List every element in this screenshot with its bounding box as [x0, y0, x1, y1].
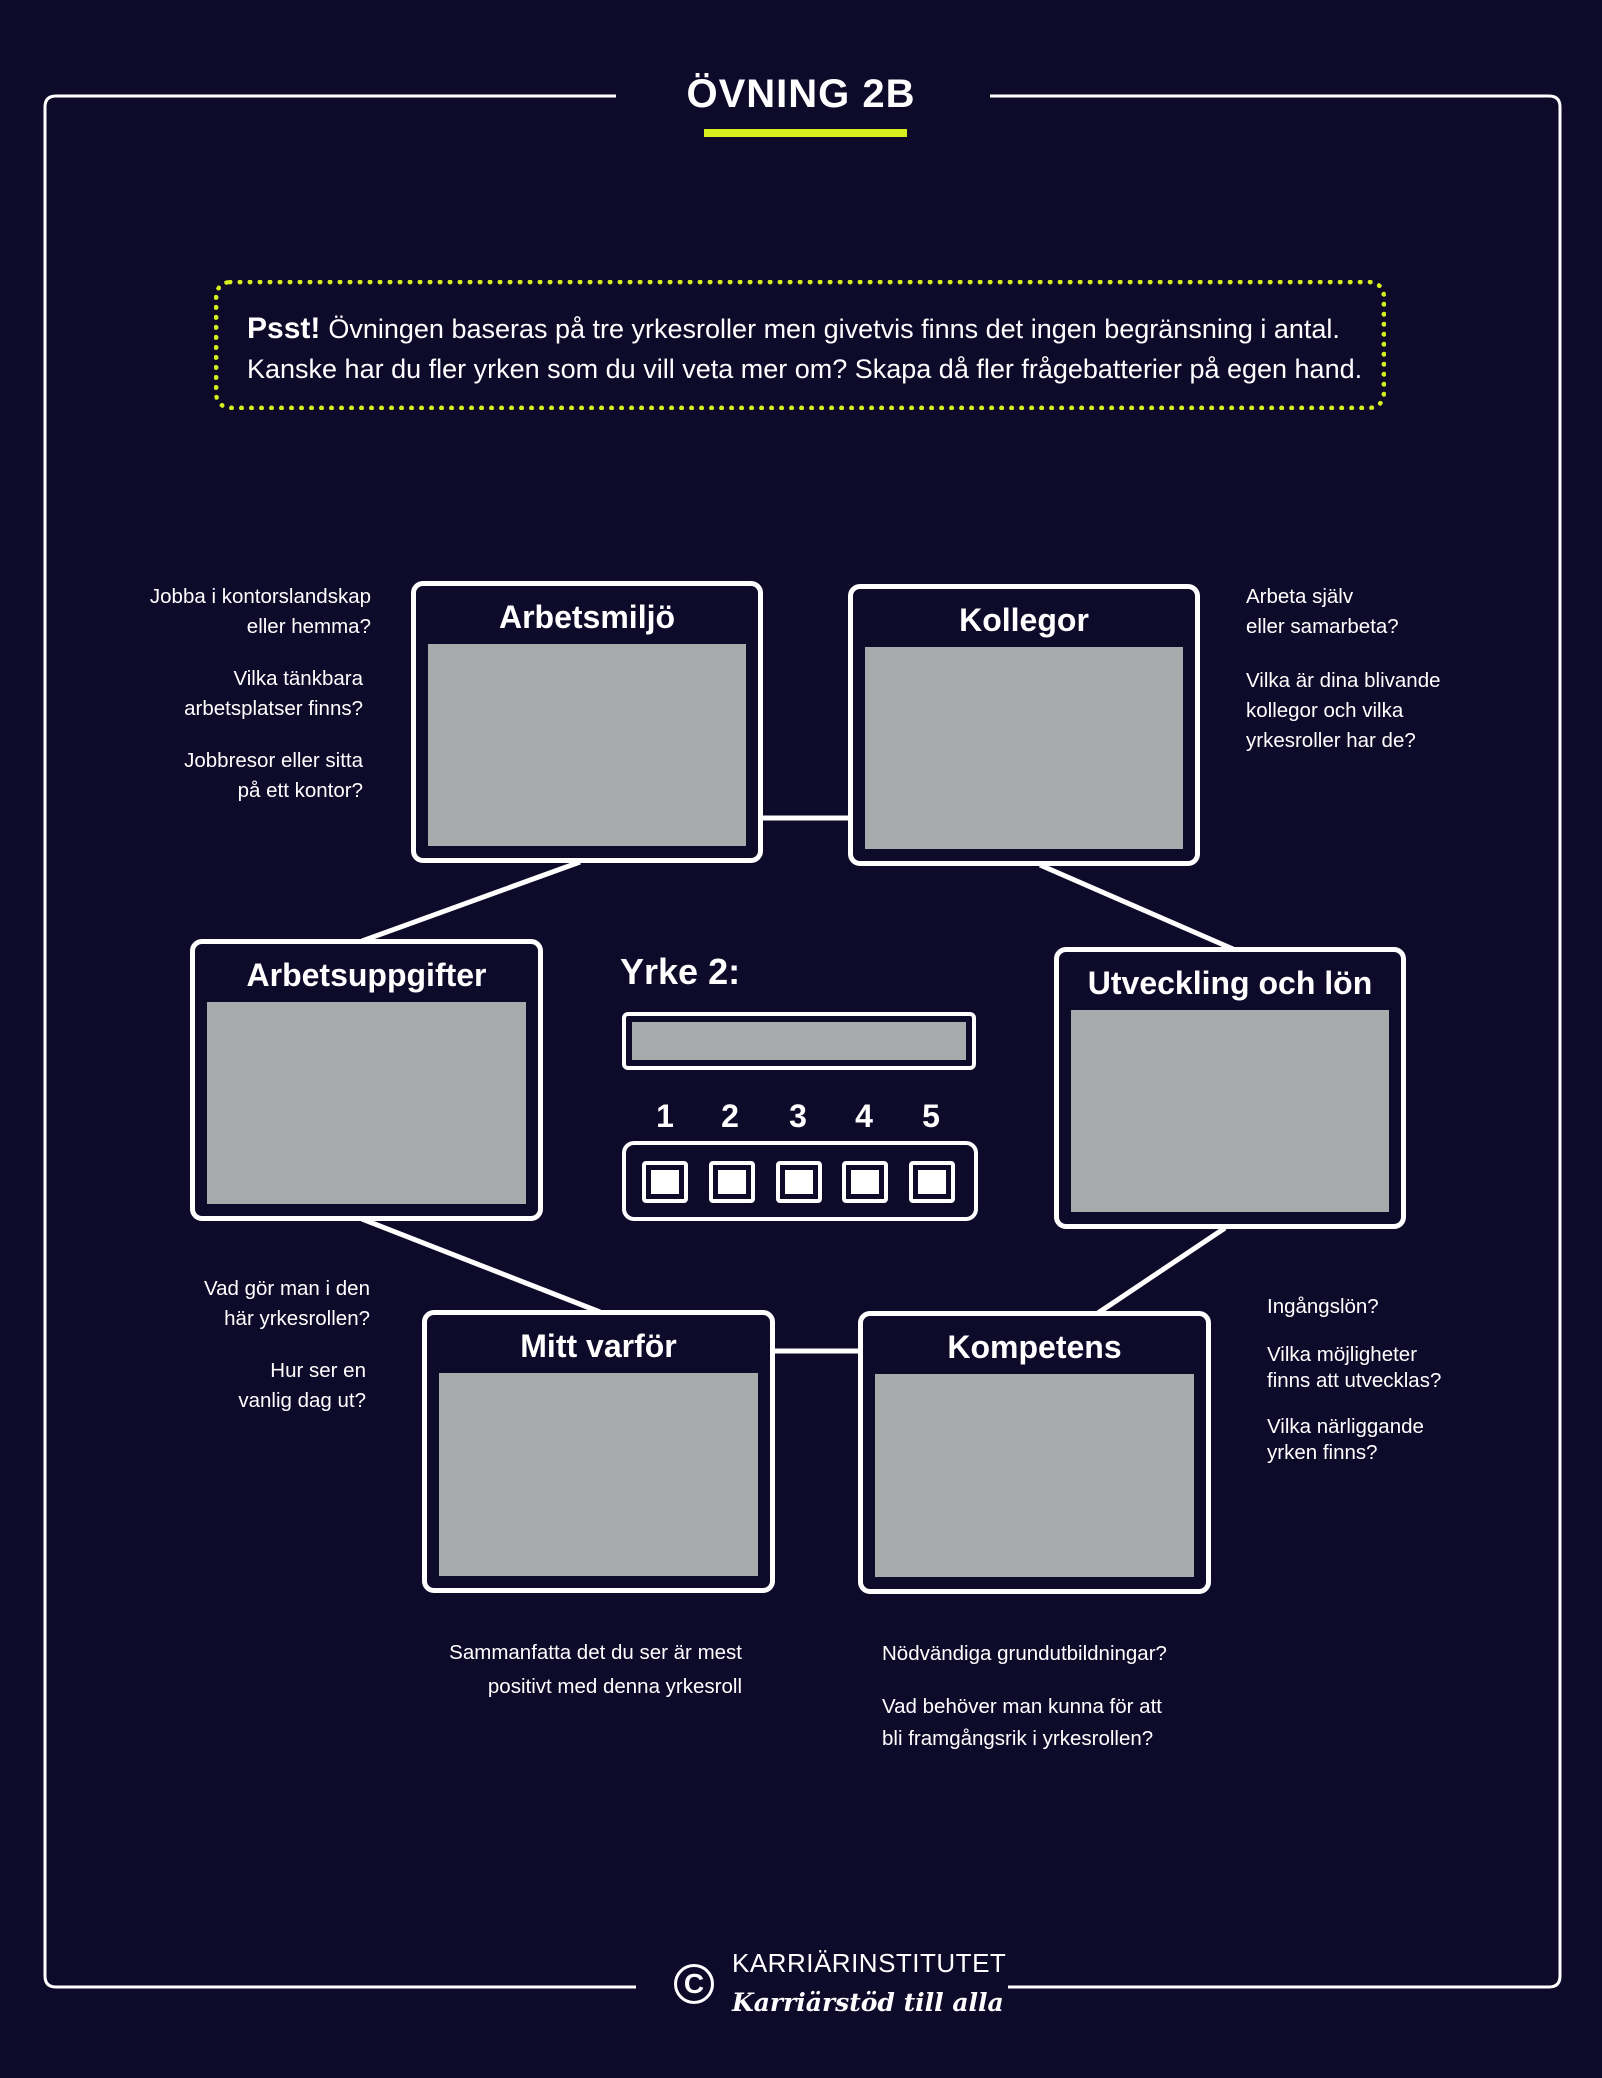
- card-arbetsuppgifter-title: Arbetsuppgifter: [246, 957, 487, 993]
- card-kollegor: Kollegor: [848, 584, 1200, 866]
- rating-checkbox-3-fill: [785, 1170, 813, 1194]
- rating-label-5: 5: [922, 1098, 940, 1134]
- tip-line-2: Kanske har du fler yrken som du vill vet…: [247, 354, 1363, 384]
- hint-kompetens: Nödvändiga grundutbildningar? Vad behöve…: [882, 1639, 1242, 1777]
- brand-logo-icon: C: [674, 1964, 714, 2004]
- tip-box: Psst!Övningen baseras på tre yrkesroller…: [214, 280, 1386, 410]
- card-kompetens-area[interactable]: [875, 1374, 1194, 1577]
- rating-checkbox-4-fill: [851, 1170, 879, 1194]
- rating-checkbox-2-fill: [718, 1170, 746, 1194]
- card-kompetens-title: Kompetens: [947, 1329, 1122, 1365]
- card-arbetsmiljo-title: Arbetsmiljö: [498, 599, 676, 635]
- card-mitt-varfor-area[interactable]: [439, 1373, 758, 1576]
- outer-frame: [43, 94, 1562, 1989]
- rating-checkbox-3[interactable]: [776, 1161, 822, 1203]
- card-arbetsuppgifter: Arbetsuppgifter: [190, 939, 543, 1221]
- tip-head: Psst!: [247, 312, 321, 345]
- rating-label-1: 1: [656, 1098, 674, 1134]
- rating-checkbox-1-fill: [651, 1170, 679, 1194]
- card-mitt-varfor: Mitt varför: [422, 1310, 775, 1593]
- card-utveckling-title: Utveckling och lön: [1087, 965, 1373, 1001]
- connector-arbetsuppgifter-mittvarfor: [361, 1216, 601, 1315]
- rating-label-2: 2: [721, 1098, 739, 1134]
- connector-kollegor-utveckling: [1039, 862, 1234, 952]
- card-mitt-varfor-title: Mitt varför: [520, 1328, 677, 1364]
- rating-checkbox-5[interactable]: [909, 1161, 955, 1203]
- card-utveckling-area[interactable]: [1071, 1010, 1389, 1212]
- rating-label-4: 4: [855, 1098, 873, 1134]
- card-utveckling: Utveckling och lön: [1054, 947, 1406, 1229]
- card-arbetsmiljo: Arbetsmiljö: [411, 581, 763, 863]
- rating-checkbox-1[interactable]: [642, 1161, 688, 1203]
- title-underline: [704, 129, 907, 137]
- hint-kompetens-q1: Nödvändiga grundutbildningar?: [882, 1642, 1167, 1665]
- page-title: ÖVNING 2B: [686, 72, 916, 116]
- rating-checkbox-2[interactable]: [709, 1161, 755, 1203]
- yrke-label: Yrke 2:: [620, 951, 741, 992]
- hint-utveckling-q1: Ingångslön?: [1267, 1295, 1379, 1318]
- tip-line-1: Psst!Övningen baseras på tre yrkesroller…: [247, 309, 1381, 349]
- card-arbetsuppgifter-area[interactable]: [207, 1002, 526, 1204]
- card-arbetsmiljo-area[interactable]: [428, 644, 746, 846]
- connector-arbetsmiljo-arbetsuppgifter: [361, 859, 581, 944]
- card-kompetens: Kompetens: [858, 1311, 1211, 1594]
- tip-text-1: Övningen baseras på tre yrkesroller men …: [328, 314, 1340, 344]
- yrke-input[interactable]: [622, 1012, 976, 1070]
- brand-name: KARRIÄRINSTITUTET: [732, 1948, 1007, 1978]
- connector-utveckling-kompetens: [1096, 1225, 1227, 1316]
- rating-checkbox-4[interactable]: [842, 1161, 888, 1203]
- brand-tagline: Karriärstöd till alla: [732, 1988, 1004, 2017]
- card-kollegor-area[interactable]: [865, 647, 1183, 849]
- yrke-input-value: [632, 1022, 966, 1060]
- rating-label-3: 3: [789, 1098, 807, 1134]
- rating-checkbox-5-fill: [918, 1170, 946, 1194]
- card-kollegor-title: Kollegor: [959, 602, 1089, 638]
